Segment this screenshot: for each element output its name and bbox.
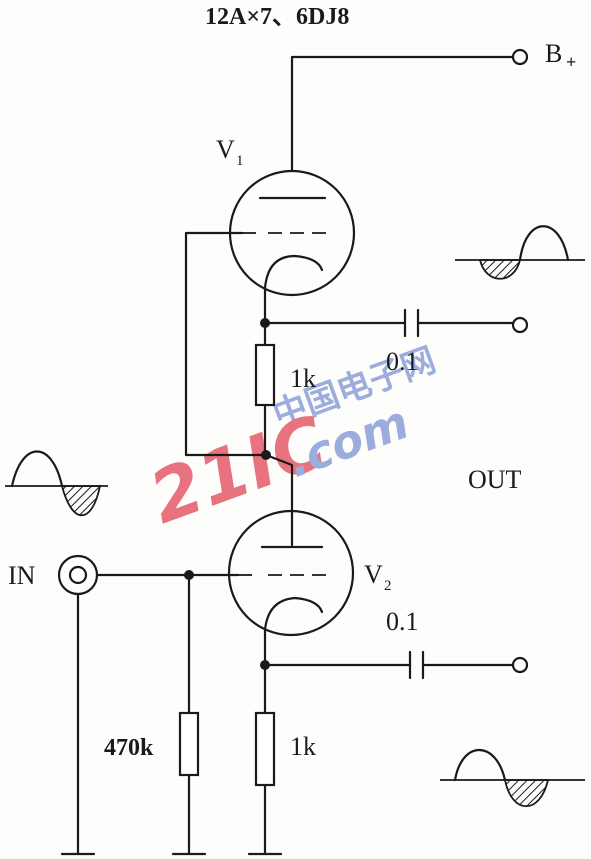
v2-plate-wire	[264, 453, 294, 547]
capacitor-upper: 0.1	[263, 308, 529, 376]
capacitor-upper-value: 0.1	[386, 347, 419, 376]
input-label: IN	[8, 561, 36, 590]
output-label: OUT	[468, 465, 522, 494]
resistor-upper: 1k	[254, 343, 316, 457]
input-connector: IN	[8, 554, 240, 856]
v1-grid-wire	[184, 231, 268, 457]
resistor-upper-value: 1k	[290, 364, 316, 393]
capacitor-lower-value: 0.1	[386, 607, 419, 636]
b-plus-terminal: B +	[290, 39, 576, 172]
tube-v2-sub: 2	[384, 578, 392, 594]
tube-v1-sub: 1	[236, 153, 244, 169]
capacitor-lower: 0.1	[263, 607, 529, 680]
supply-sub: +	[566, 52, 576, 72]
tube-v1: V 1	[216, 135, 356, 297]
input-waveform	[5, 450, 108, 516]
supply-label: B	[545, 39, 562, 68]
tube-v2: V 2	[227, 509, 392, 637]
upper-output-waveform	[455, 225, 585, 280]
resistor-lower-value: 1k	[290, 732, 316, 761]
tube-v2-label: V	[364, 560, 383, 589]
resistor-470k-value: 470k	[104, 735, 154, 761]
tube-type-label: 12A×7、6DJ8	[205, 4, 349, 30]
resistor-470k: 470k	[104, 573, 207, 856]
tube-v1-label: V	[216, 135, 235, 164]
resistor-lower: 1k	[247, 711, 316, 856]
lower-output-waveform	[440, 749, 585, 808]
